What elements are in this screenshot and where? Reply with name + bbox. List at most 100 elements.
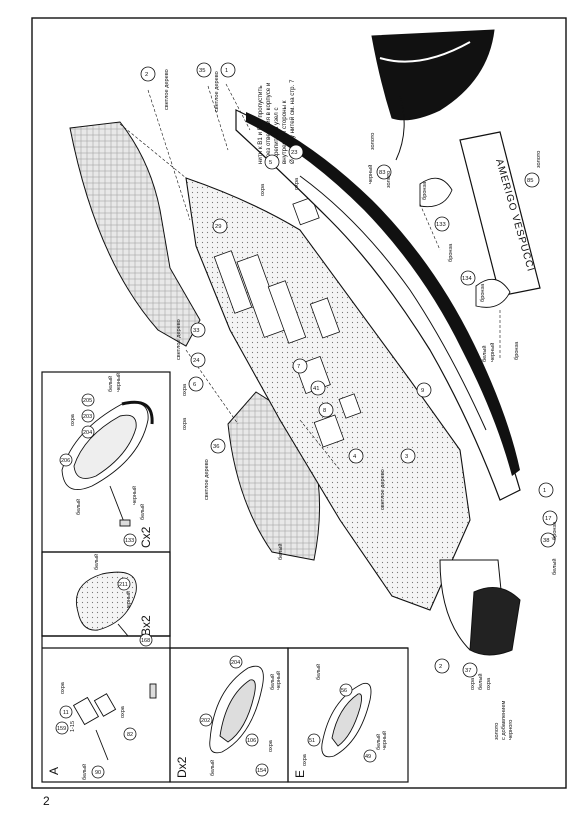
svg-text:83: 83 — [379, 170, 385, 176]
svg-text:133: 133 — [436, 222, 446, 228]
svg-text:29: 29 — [215, 224, 221, 230]
svg-text:белый: белый — [107, 376, 114, 392]
bow-trim — [469, 587, 521, 656]
panel-e-callouts: 56 51 49 белый охра белый черный — [302, 664, 388, 766]
svg-text:82: 82 — [127, 732, 133, 738]
panel-label-a: A — [47, 767, 61, 775]
detail-panels — [41, 371, 409, 783]
panel-a-drawing — [72, 683, 157, 761]
svg-text:черный: черный — [275, 671, 282, 690]
svg-text:белый: белый — [269, 674, 276, 690]
svg-text:134: 134 — [462, 276, 472, 282]
svg-text:белый: белый — [375, 734, 382, 750]
svg-text:2: 2 — [439, 664, 442, 670]
deck-section-forward — [69, 121, 201, 347]
svg-text:охра: охра — [182, 417, 188, 430]
svg-text:9: 9 — [421, 388, 424, 394]
svg-text:2: 2 — [145, 72, 148, 78]
page-number: 2 — [43, 794, 50, 808]
svg-text:4: 4 — [353, 454, 357, 460]
svg-text:белый: белый — [209, 760, 216, 776]
svg-text:охра: охра — [60, 681, 66, 694]
nameplate: AMERIGO VESPUCCI — [459, 131, 541, 297]
panel-label-e: E — [293, 770, 307, 778]
svg-text:168: 168 — [141, 638, 150, 644]
svg-text:охра: охра — [470, 677, 476, 690]
svg-text:7: 7 — [297, 364, 300, 370]
svg-text:бронза: бронза — [514, 341, 520, 360]
svg-text:золото: золото — [494, 723, 500, 740]
panel-b-callouts: 211 168 белый черный — [93, 554, 153, 647]
main-callouts: 2 35 1 5 23 29 33 24 6 7 41 8 4 3 9 36 1… — [140, 62, 558, 678]
svg-text:1-15: 1-15 — [70, 721, 76, 732]
svg-text:охра: охра — [294, 177, 300, 190]
svg-text:белый: белый — [75, 499, 82, 515]
stern-view — [371, 29, 495, 121]
svg-text:охра: охра — [260, 183, 266, 196]
svg-text:черный: черный — [381, 731, 388, 750]
panel-d-callouts: 202 204 106 154 белый черный охра белый — [199, 655, 282, 777]
svg-text:черный: черный — [489, 343, 496, 362]
svg-text:бронза: бронза — [480, 283, 486, 302]
svg-text:бронза: бронза — [448, 243, 454, 262]
svg-text:85: 85 — [527, 178, 533, 184]
hull-white-stripe — [279, 159, 471, 381]
svg-text:светлое дерево: светлое дерево — [214, 71, 220, 112]
svg-text:черный: черный — [131, 486, 138, 505]
svg-text:черный: черный — [115, 373, 122, 392]
svg-text:49: 49 — [365, 754, 371, 760]
svg-text:белый: белый — [277, 544, 284, 560]
svg-text:через отверстия в корпусе и: через отверстия в корпусе и — [265, 82, 272, 164]
svg-text:204: 204 — [231, 660, 240, 666]
svg-text:17: 17 — [545, 516, 551, 522]
panel-e-drawing — [321, 682, 372, 758]
svg-text:56: 56 — [341, 688, 347, 694]
svg-text:охра: охра — [120, 705, 126, 718]
svg-text:106: 106 — [247, 738, 256, 744]
svg-text:нити к В1 и В14 пропустить: нити к В1 и В14 пропустить — [257, 85, 264, 164]
svg-text:154: 154 — [257, 768, 266, 774]
svg-text:черный: черный — [125, 591, 132, 610]
svg-text:светлое дерево: светлое дерево — [164, 69, 170, 110]
svg-text:закрепить на узел с: закрепить на узел с — [273, 107, 280, 164]
stern-gallery — [379, 41, 471, 63]
svg-text:белый: белый — [315, 664, 322, 680]
svg-text:белый: белый — [481, 346, 488, 362]
svg-text:охра: охра — [268, 739, 274, 752]
panel-c-drawing — [61, 400, 154, 527]
svg-text:24: 24 — [193, 358, 200, 364]
svg-text:белый: белый — [551, 559, 558, 575]
bracket-134 — [475, 278, 511, 308]
svg-text:211: 211 — [119, 582, 128, 588]
svg-text:бронза: бронза — [552, 521, 558, 540]
svg-text:внутренней стороны к: внутренней стороны к — [281, 100, 288, 164]
svg-text:охра: охра — [182, 383, 188, 396]
svg-text:206: 206 — [61, 458, 70, 464]
svg-text:3: 3 — [405, 454, 408, 460]
main-colour-labels: светлое дерево светлое дерево охра охра … — [164, 69, 558, 740]
deck-houses — [213, 196, 362, 448]
svg-text:41: 41 — [313, 386, 319, 392]
svg-text:23: 23 — [291, 150, 297, 156]
svg-text:Ø и длину нитей см. на стр. 7: Ø и длину нитей см. на стр. 7 — [289, 79, 296, 164]
svg-text:37: 37 — [465, 668, 471, 674]
svg-text:204: 204 — [83, 430, 92, 436]
panel-d-drawing — [209, 665, 264, 754]
page-frame — [31, 17, 567, 789]
hull-lower-line — [299, 175, 487, 431]
svg-text:охра: охра — [486, 677, 492, 690]
stern-rudder-line — [395, 95, 405, 161]
svg-text:202: 202 — [201, 718, 210, 724]
svg-text:белый: белый — [477, 674, 484, 690]
svg-text:51: 51 — [309, 738, 315, 744]
svg-text:золото: золото — [370, 133, 376, 150]
svg-text:203: 203 — [83, 414, 92, 420]
svg-text:черного: черного — [508, 720, 514, 740]
svg-text:38: 38 — [543, 538, 549, 544]
svg-text:5: 5 — [269, 160, 272, 166]
svg-text:33: 33 — [193, 328, 199, 334]
svg-text:светлое дерево: светлое дерево — [380, 469, 386, 510]
svg-text:205: 205 — [83, 398, 92, 404]
svg-text:1: 1 — [225, 68, 228, 74]
